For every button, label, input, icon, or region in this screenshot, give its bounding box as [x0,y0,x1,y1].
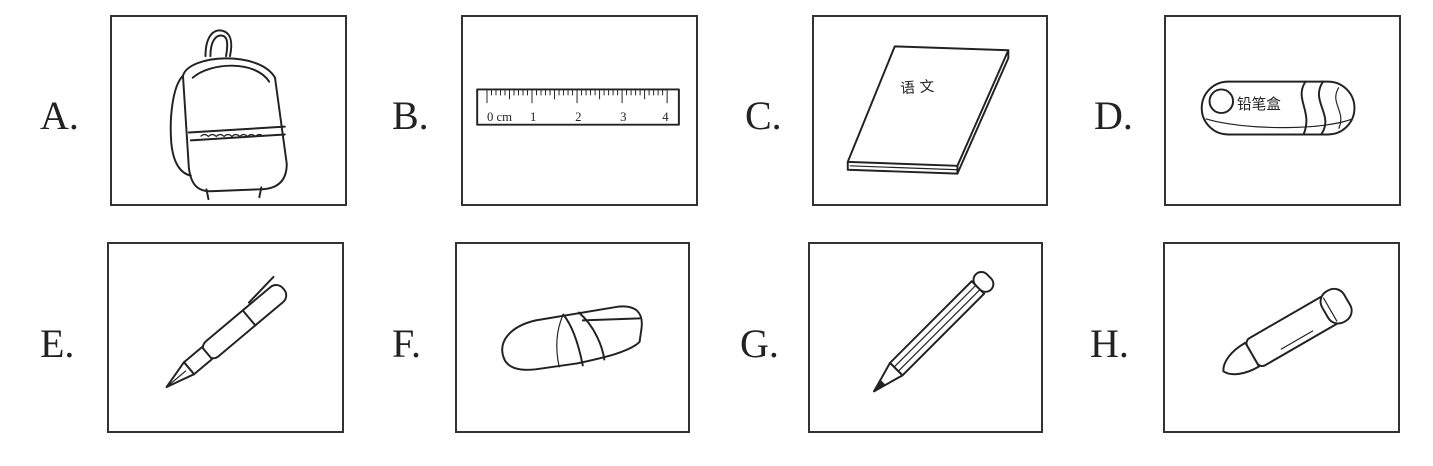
option-card-e[interactable] [107,242,344,433]
option-label-e: E. [40,321,75,366]
ruler-tick-1: 1 [530,110,536,124]
ruler-tick-4: 4 [662,110,669,124]
backpack-icon [169,29,288,201]
option-card-a[interactable] [110,15,347,206]
option-label-g: G. [740,321,779,366]
option-label-a: A. [40,93,79,138]
book-icon: 语 文 [846,45,1010,175]
eraser-icon [501,305,643,371]
ruler-tick-3: 3 [620,110,626,124]
ruler-tick-2: 2 [575,110,581,124]
option-card-h[interactable] [1163,242,1400,433]
option-label-h: H. [1090,321,1129,366]
pencil-case-icon: 铅笔盒 [1200,80,1356,136]
pencil-icon [873,271,995,393]
option-card-f[interactable] [455,242,690,433]
pencil-sharpener-icon [1222,287,1353,376]
option-label-f: F. [392,321,422,366]
ruler-icon: 0 cm 1 2 3 4 [476,88,680,126]
option-label-d: D. [1094,93,1133,138]
option-label-b: B. [392,93,429,138]
fountain-pen-icon [165,275,288,389]
option-card-b[interactable]: 0 cm 1 2 3 4 [461,15,698,206]
book-title: 语 文 [900,78,935,97]
pencil-case-label: 铅笔盒 [1237,96,1281,113]
option-card-d[interactable]: 铅笔盒 [1164,15,1401,206]
option-card-c[interactable]: 语 文 [812,15,1048,206]
ruler-unit-label: 0 cm [487,110,512,124]
option-card-g[interactable] [808,242,1043,433]
option-label-c: C. [745,93,782,138]
